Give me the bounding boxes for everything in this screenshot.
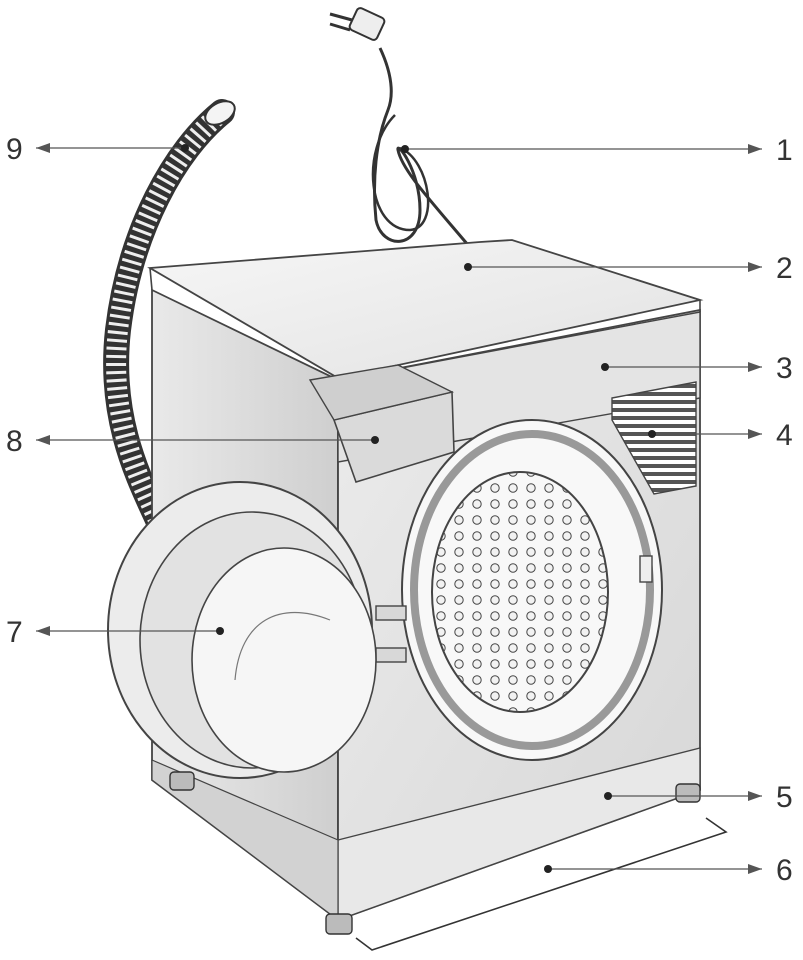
callout-dot-3 <box>601 363 609 371</box>
arrow-head-6 <box>748 864 762 874</box>
arrow-head-3 <box>748 362 762 372</box>
arrow-head-5 <box>748 791 762 801</box>
callout-number-9: 9 <box>6 133 23 166</box>
callout-dot-8 <box>371 436 379 444</box>
callout-number-4: 4 <box>776 419 793 452</box>
arrow-head-1 <box>748 144 762 154</box>
arrow-head-8 <box>36 435 50 445</box>
callout-group: 1 2 3 4 5 6 7 8 <box>6 133 793 887</box>
callout-dot-5 <box>604 792 612 800</box>
power-plug-icon <box>329 7 470 246</box>
callout-number-2: 2 <box>776 252 793 285</box>
callout-number-5: 5 <box>776 781 793 814</box>
callout-dot-1 <box>401 145 409 153</box>
callout-dot-7 <box>216 627 224 635</box>
callout-dot-6 <box>544 865 552 873</box>
callout-dot-2 <box>464 263 472 271</box>
arrow-head-9 <box>36 143 50 153</box>
callout-dot-9 <box>181 144 189 152</box>
callout-number-8: 8 <box>6 425 23 458</box>
callout-number-6: 6 <box>776 854 793 887</box>
arrow-head-4 <box>748 429 762 439</box>
drain-hose-icon <box>103 99 236 533</box>
arrow-head-2 <box>748 262 762 272</box>
washing-machine-icon <box>107 239 728 951</box>
callout-number-1: 1 <box>776 134 793 167</box>
callout-number-7: 7 <box>6 616 23 649</box>
arrow-head-7 <box>36 626 50 636</box>
callout-number-3: 3 <box>776 352 793 385</box>
callout-dot-4 <box>648 430 656 438</box>
